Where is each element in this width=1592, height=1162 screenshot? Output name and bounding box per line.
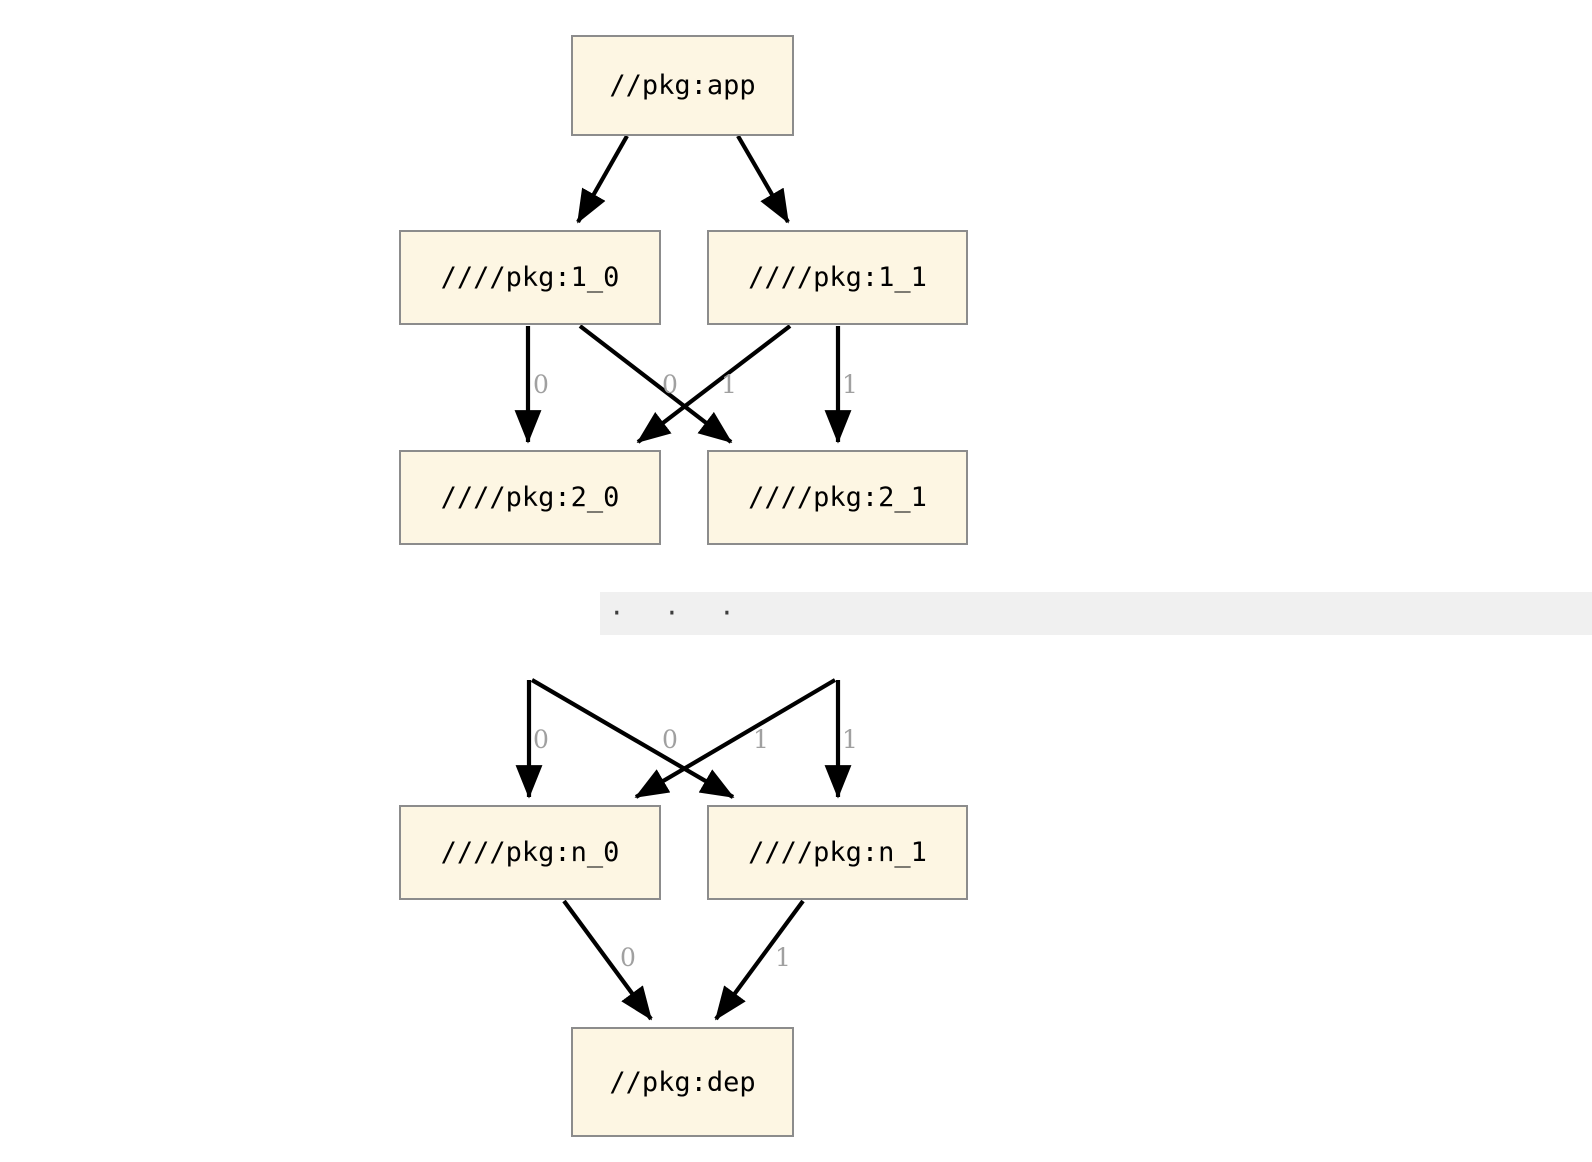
graph-node-n_1-label: ////pkg:n_1: [748, 837, 927, 868]
graph-node-app[interactable]: //pkg:app: [571, 35, 794, 136]
edge-label-1_1-to-2_1: 1: [842, 370, 858, 399]
edge-app-to-1_1: [736, 134, 790, 224]
graph-node-app-label: //pkg:app: [609, 70, 756, 101]
graph-node-n_0-label: ////pkg:n_0: [440, 837, 620, 868]
graph-node-2_0[interactable]: ////pkg:2_0: [399, 450, 661, 545]
graph-node-dep-label: //pkg:dep: [609, 1066, 756, 1098]
edge-elided-to-n_1-diagonal: [530, 678, 735, 799]
edge-app-to-1_0: [576, 134, 629, 224]
graph-node-1_1[interactable]: ////pkg:1_1: [707, 230, 968, 325]
graph-node-2_1[interactable]: ////pkg:2_1: [707, 450, 968, 545]
elided-nodes-band: · · ·: [600, 592, 1592, 635]
graph-node-n_1[interactable]: ////pkg:n_1: [707, 805, 968, 900]
edge-label-1_0-to-2_1: 0: [662, 370, 678, 399]
edge-1_1-to-2_0: [636, 324, 792, 444]
edge-elided-to-n_0-diagonal: [634, 678, 837, 799]
edge-n_1-to-dep: [714, 899, 805, 1021]
edge-label-n_1-to-dep: 1: [775, 943, 791, 972]
graph-node-1_0-label: ////pkg:1_0: [440, 262, 620, 293]
edge-label-1_0-to-2_0: 0: [533, 370, 549, 399]
graph-node-2_1-label: ////pkg:2_1: [748, 482, 927, 513]
edge-label-1_1-to-2_0: 1: [721, 370, 737, 399]
edge-label-elided-to-n_1-diagonal: 0: [662, 725, 678, 754]
edge-label-elided-to-n_1-vertical: 1: [842, 725, 858, 754]
graph-node-dep[interactable]: //pkg:dep: [571, 1027, 794, 1137]
edge-1_0-to-2_1: [578, 324, 733, 444]
graph-node-n_0[interactable]: ////pkg:n_0: [399, 805, 661, 900]
edge-label-elided-to-n_0-vertical: 0: [533, 725, 549, 754]
ellipsis-label: · · ·: [612, 596, 750, 631]
edge-label-n_0-to-dep: 0: [620, 943, 636, 972]
graph-node-1_0[interactable]: ////pkg:1_0: [399, 230, 661, 325]
edge-n_0-to-dep: [562, 899, 653, 1021]
graph-node-1_1-label: ////pkg:1_1: [748, 262, 927, 293]
graph-node-2_0-label: ////pkg:2_0: [440, 482, 620, 513]
edge-label-elided-to-n_0-diagonal: 1: [753, 725, 769, 754]
